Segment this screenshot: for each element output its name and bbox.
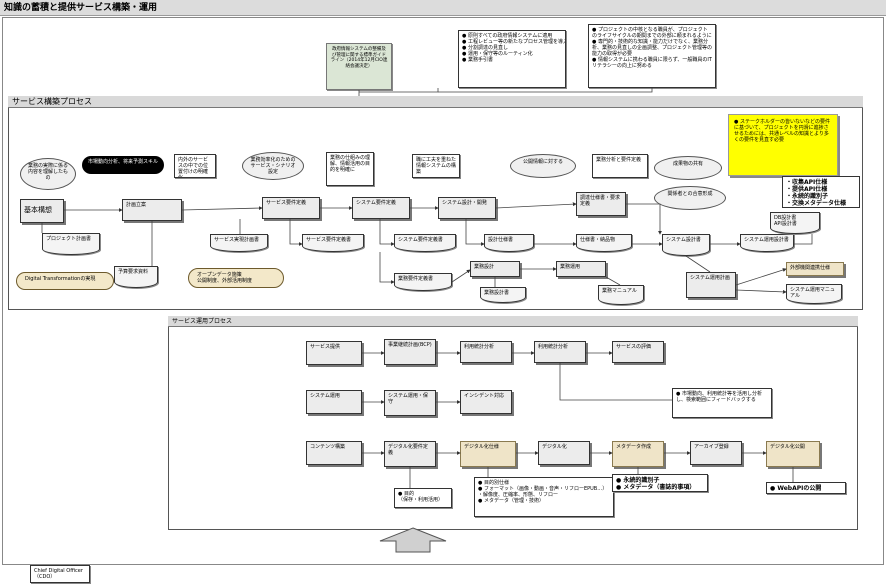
purpose-note: ● 目的 （保存・利用活用） [394, 488, 452, 508]
service-requirements-process: サービス要件定義 [262, 197, 320, 219]
ops-bcp: 事業継続計画(BCP) [384, 339, 436, 365]
service-plan-document: サービス実現計画書 [210, 234, 268, 252]
digitize-spec-notes: ● 目的別仕様 ● フォーマット（画像・動画・音声・リフローEPUB…） ・解像… [474, 477, 614, 517]
ops-system-operation: システム運用 [306, 390, 362, 414]
annotation-system-build: 職に工夫を重ねた情報システムの構築 [412, 154, 460, 178]
guideline-note-line: ● 業務手引書 [462, 57, 493, 63]
ops-usage-stats: 利用統計分析 [460, 341, 512, 363]
metadata-note-line: ● 永続的識別子 [616, 477, 660, 484]
annotation-positioning: 内外のサービスの中での位置付けの明確化 [174, 154, 216, 178]
open-data-label: オープンデータ施策 公開制度、外部活用制度 [188, 268, 284, 288]
annotation-consensus: 関係者との合意形成 [654, 186, 726, 210]
purpose-note-line: ● 目的 [398, 491, 414, 497]
api-spec-item: ・永続的識別子 [786, 193, 829, 200]
stakeholder-cloud: 業務の実際に係る内容を理解したもの [20, 158, 76, 190]
db-api-design-document: DB設計書 API設計書 [770, 212, 820, 234]
guideline-notes: ● 原則すべての政府情報システムに適用 ● 工程レビュー等の新たなプロセス管理を… [458, 30, 566, 88]
ops-usage-analysis: 利用統計分析 [534, 341, 586, 363]
business-design-process: 業務設計 [470, 261, 520, 277]
annotation-scenario: 業務効率化のためのサービス・シナリオ設定 [242, 152, 304, 180]
system-requirements-document: システム要件定義書 [394, 234, 456, 252]
digitize-spec-line: ● メタデータ（管理・技術） [478, 498, 544, 504]
ops-metadata-creation: メタデータ作成 [612, 441, 664, 467]
procurement-process: 調達仕様書・要求定義 [576, 192, 626, 216]
stakeholder-sticky-note: ● ステークホルダーの皆いないなどの要件に基づいて、プロジェクトを円滑に進捗させ… [728, 114, 838, 176]
project-plan-document: プロジェクト計画書 [42, 233, 100, 255]
digitize-spec-line: ・解像度、圧縮率、形態、リフロー [478, 492, 559, 498]
personnel-note-line: ● プロジェクトの中核となる職員が、プロジェクトのライフサイクルの期間までの外部… [592, 27, 712, 39]
ops-incident-response: インシデント対応 [460, 390, 512, 414]
ops-digitize-spec: デジタル化仕様 [460, 441, 516, 467]
api-spec-item: ・交換メタデータ仕様 [786, 200, 847, 207]
annotation-sharing: 成果物の共有 [654, 156, 722, 180]
plan-process: 計画立案 [122, 199, 182, 221]
page-title: 知識の蓄積と提供サービス構築・運用 [0, 0, 886, 16]
digitize-spec-line: ● 目的別仕様 [478, 480, 509, 486]
service-ops-heading: サービス運用プロセス [168, 316, 858, 327]
ops-archive-registration: アーカイブ登録 [690, 441, 742, 465]
ops-digitize-publication: デジタル化公開 [766, 441, 820, 467]
ops-digitization: デジタル化 [538, 441, 590, 465]
metadata-note-line: ● メタデータ（書誌的事項） [616, 484, 696, 491]
ops-digitize-requirements: デジタル化要件定義 [384, 441, 436, 467]
design-spec-document: 設計仕様書 [484, 234, 534, 252]
digital-transformation-label: Digital Transformationの実現 [16, 272, 114, 290]
ops-system-maintenance: システム運用・保守 [384, 390, 436, 416]
system-operation-plan-process: システム運用計画 [686, 272, 736, 298]
system-operation-document: システム運用設計書 [740, 234, 794, 252]
api-spec-list: ・収集API仕様 ・提供API仕様 ・永続的識別子 ・交換メタデータ仕様 [782, 176, 860, 208]
spec-deliverable-document: 仕様書・納品物 [576, 234, 632, 252]
service-requirements-document: サービス要件定義書 [302, 234, 364, 252]
up-arrow-icon [379, 527, 447, 553]
system-manual-document: システム運用マニュアル [786, 284, 842, 304]
digitize-spec-line: ● フォーマット（画像・動画・音声・リフローEPUB…） [478, 486, 608, 492]
guideline-note-line: ● 分割調達の見直し [462, 45, 508, 51]
business-manual-document: 業務マニュアル [598, 285, 644, 305]
annotation-business-understanding: 業務の仕組みの理解、情報活用の目的を明確に [326, 152, 374, 186]
personnel-note-line: ● 情報システムに携わる職員に限らず、一般職員のITリテラシーの向上に努める [592, 57, 712, 69]
external-linkage-spec: 外部機関連携仕様 [786, 262, 844, 276]
guideline-note-line: ● 運用・保守等のルーティン化 [462, 51, 533, 57]
cdo-label: Chief Digital Officer（CDO） [30, 565, 90, 583]
system-design-document: システム設計書 [662, 234, 710, 256]
personnel-notes: ● プロジェクトの中核となる職員が、プロジェクトのライフサイクルの期間までの外部… [588, 24, 716, 88]
guideline-note-line: ● 工程レビュー等の新たなプロセス管理を導入 [462, 39, 566, 45]
base-concept-process: 基本構想 [20, 199, 64, 223]
business-design-document: 業務設計書 [480, 287, 526, 303]
budget-document: 予算要求資料 [114, 266, 158, 288]
feedback-note-text: ● 市場動向、利用統計等を活用し分析し、検索範囲にフィードバックする [676, 391, 762, 403]
feedback-note: ● 市場動向、利用統計等を活用し分析し、検索範囲にフィードバックする [672, 388, 772, 418]
ops-service-provision: サービス提供 [306, 341, 362, 365]
system-design-process: システム設計・開発 [438, 197, 496, 219]
system-requirements-process: システム要件定義 [352, 197, 410, 219]
service-build-heading: サービス構築プロセス [8, 96, 863, 108]
webapi-note: ● WebAPIの公開 [766, 482, 846, 494]
purpose-note-line: （保存・利用活用） [398, 497, 444, 503]
annotation-requirements: 業務分析と要件定義 [592, 154, 648, 178]
api-spec-item: ・提供API仕様 [786, 186, 828, 193]
guideline-note-line: ● 原則すべての政府情報システムに適用 [462, 33, 553, 39]
ops-service-evaluation: サービスの評価 [612, 341, 664, 363]
metadata-notes: ● 永続的識別子 ● メタデータ（書誌的事項） [612, 474, 708, 492]
api-spec-item: ・収集API仕様 [786, 179, 828, 186]
ops-content-build: コンテンツ構築 [306, 441, 362, 465]
guideline-document: 政府情報システムの整備及び管理に関する標準ガイドライン（2014年12月CIO連… [326, 43, 392, 90]
personnel-note-line: ● 専門的・技術的な知識・能力だけでなく、業務分析、業務の見直しの企画調整、プロ… [592, 39, 713, 57]
business-requirements-document: 業務要件定義書 [394, 273, 452, 291]
webapi-note-line: ● WebAPIの公開 [770, 485, 822, 492]
business-operation-process: 業務運用 [556, 261, 606, 277]
market-analysis-label: 市場動向分析、将来予測スキル [82, 156, 164, 174]
annotation-public-info: 公開情報に対する [510, 154, 576, 178]
